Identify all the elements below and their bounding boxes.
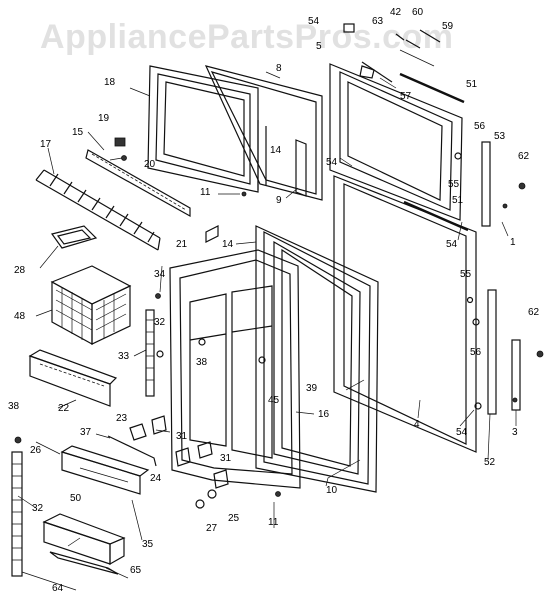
callout-62: 62 — [518, 151, 530, 162]
callout-50: 50 — [70, 493, 82, 504]
callout-19: 19 — [98, 113, 110, 124]
callout-54: 54 — [446, 239, 458, 250]
callout-3: 3 — [512, 427, 518, 438]
callout-5: 5 — [316, 41, 322, 52]
callout-31: 31 — [220, 453, 232, 464]
callout-10: 10 — [326, 485, 338, 496]
callout-32: 32 — [32, 503, 44, 514]
callout-24: 24 — [150, 473, 162, 484]
callout-38: 38 — [8, 401, 20, 412]
callout-39: 39 — [306, 383, 318, 394]
callout-59: 59 — [442, 21, 454, 32]
callout-23: 23 — [116, 413, 128, 424]
callout-25: 25 — [228, 513, 240, 524]
callout-42: 42 — [390, 7, 402, 18]
callout-64: 64 — [52, 583, 64, 594]
callout-20: 20 — [144, 159, 156, 170]
callout-33: 33 — [118, 351, 130, 362]
freezer-door-outer — [329, 63, 463, 221]
door-bin-50 — [42, 513, 126, 566]
screws — [155, 191, 281, 497]
callout-11: 11 — [200, 187, 211, 198]
callout-34: 34 — [154, 269, 166, 280]
callout-57: 57 — [400, 91, 412, 102]
callout-60: 60 — [412, 7, 424, 18]
callout-32: 32 — [154, 317, 166, 328]
bin-front-65 — [49, 551, 119, 575]
vertical-strip-33 — [145, 309, 155, 397]
wire-basket — [50, 265, 132, 346]
callout-9: 9 — [276, 195, 282, 206]
callout-28: 28 — [14, 265, 26, 276]
callout-22: 22 — [58, 403, 70, 414]
freezer-door-strip — [295, 139, 307, 197]
callout-52: 52 — [484, 457, 496, 468]
callout-55: 55 — [448, 179, 460, 190]
callout-54: 54 — [326, 157, 338, 168]
callout-65: 65 — [130, 565, 142, 576]
callout-37: 37 — [80, 427, 92, 438]
freezer-door-gasket — [204, 65, 323, 201]
callout-55: 55 — [460, 269, 472, 280]
callout-16: 16 — [318, 409, 330, 420]
callout-54: 54 — [308, 16, 320, 27]
callout-54: 54 — [456, 427, 468, 438]
trim-51-upper — [399, 72, 465, 104]
callout-27: 27 — [206, 523, 218, 534]
callout-31: 31 — [176, 431, 188, 442]
vertical-strip-64 — [11, 436, 23, 577]
callout-17: 17 — [40, 139, 52, 150]
freezer-door-liner — [147, 65, 259, 193]
handle-hardware-top — [343, 23, 441, 83]
hinge-parts — [129, 415, 229, 509]
shelf-rail — [85, 149, 191, 218]
fresh-food-door-liner — [169, 249, 301, 489]
callout-45: 45 — [268, 395, 280, 406]
callout-56: 56 — [474, 121, 486, 132]
callout-53: 53 — [494, 131, 506, 142]
callout-63: 63 — [372, 16, 384, 27]
callout-1: 1 — [510, 237, 516, 248]
callout-14: 14 — [222, 239, 234, 250]
trim-51-lower — [403, 200, 469, 232]
callout-35: 35 — [142, 539, 154, 550]
callout-18: 18 — [104, 77, 116, 88]
screw-20 — [121, 155, 127, 161]
callout-15: 15 — [72, 127, 84, 138]
door-shelf-bar — [28, 349, 118, 407]
clip-19 — [114, 137, 126, 147]
callout-56: 56 — [470, 347, 482, 358]
leader-lines — [17, 49, 517, 591]
callout-38: 38 — [196, 357, 208, 368]
callout-26: 26 — [30, 445, 42, 456]
callout-62: 62 — [528, 307, 540, 318]
wire-shelf — [35, 169, 161, 251]
door-handles — [454, 141, 544, 415]
callout-51: 51 — [452, 195, 464, 206]
callout-14: 14 — [270, 145, 282, 156]
callout-51: 51 — [466, 79, 478, 90]
callout-21: 21 — [176, 239, 188, 250]
rod-37 — [107, 435, 157, 467]
callout-11: 11 — [268, 517, 279, 528]
door-shelf-26 — [60, 445, 150, 495]
bracket-21 — [205, 225, 219, 243]
callout-48: 48 — [14, 311, 26, 322]
ice-tray — [50, 225, 98, 249]
fresh-food-door-gasket — [255, 225, 379, 493]
callout-4: 4 — [414, 419, 420, 430]
callout-8: 8 — [276, 63, 282, 74]
